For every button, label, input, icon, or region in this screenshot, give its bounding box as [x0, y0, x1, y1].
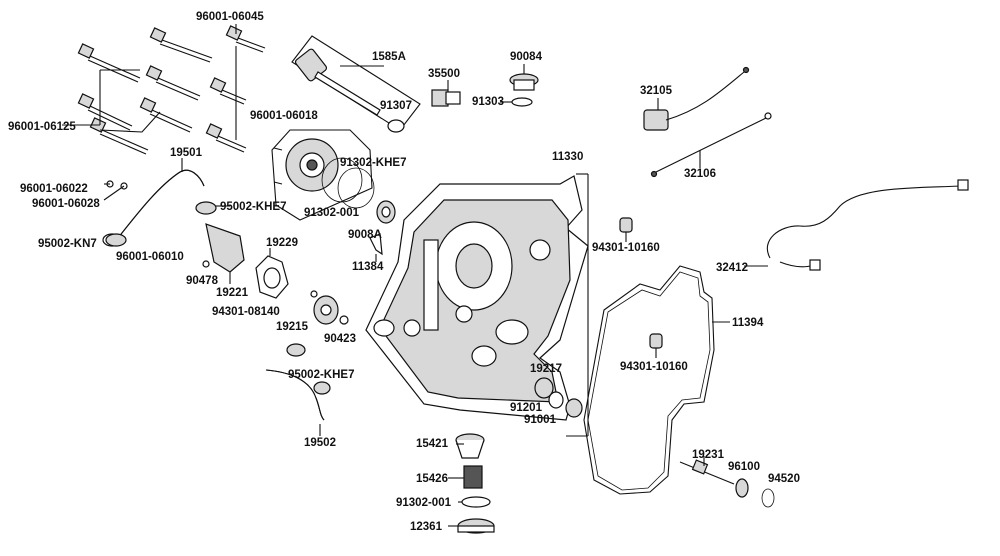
- cable-harness: [744, 179, 969, 271]
- ground-wire: [650, 112, 772, 178]
- sensor-with-lead: [643, 66, 750, 131]
- label-91302-KHE7: 91302-KHE7: [340, 157, 406, 169]
- label-15426: 15426: [416, 473, 448, 485]
- hose-clamp-kn7: [105, 233, 127, 247]
- coolant-hose-upper: [102, 158, 205, 247]
- oil-strainer: [455, 433, 485, 459]
- label-19501: 19501: [170, 147, 203, 159]
- label-91201: 91201: [510, 402, 543, 414]
- pump-shaft: [679, 456, 735, 485]
- label-96001-06125: 96001-06125: [8, 121, 76, 133]
- label-95002-KHE7-upper: 95002-KHE7: [220, 201, 286, 213]
- label-94301-10160-lower: 94301-10160: [620, 361, 688, 373]
- label-90478: 90478: [186, 275, 219, 287]
- drain-plug: [431, 80, 461, 107]
- label-96001-06018: 96001-06018: [250, 110, 318, 122]
- label-91302-001-upper: 91302-001: [304, 207, 360, 219]
- part-labels: 96001-06045 1585A 90084 35500 91307 9130…: [8, 11, 800, 533]
- shaft-seal: [735, 478, 749, 498]
- pump-gasket: [255, 248, 289, 299]
- label-12361: 12361: [410, 521, 443, 533]
- oil-dipstick-assembly: [291, 35, 421, 133]
- water-pump-cover: [271, 129, 375, 221]
- label-32412: 32412: [716, 262, 748, 274]
- label-94301-10160-upper: 94301-10160: [592, 242, 660, 254]
- label-19502: 19502: [304, 437, 336, 449]
- label-95002-KHE7-lower: 95002-KHE7: [288, 369, 354, 381]
- label-1585A: 1585A: [372, 51, 406, 63]
- pump-impeller: [310, 290, 349, 325]
- label-91303: 91303: [472, 96, 504, 108]
- label-19217: 19217: [530, 363, 562, 375]
- label-19221: 19221: [216, 287, 249, 299]
- dowel-pin-upper: [619, 217, 633, 242]
- label-91302-001-lower: 91302-001: [396, 497, 452, 509]
- label-32106: 32106: [684, 168, 716, 180]
- label-11394: 11394: [732, 317, 764, 329]
- hose-clamp-upper: [195, 201, 230, 215]
- label-19215: 19215: [276, 321, 309, 333]
- circlip: [761, 488, 775, 508]
- small-bolts: [103, 180, 128, 201]
- label-11384: 11384: [352, 261, 384, 273]
- label-96100: 96100: [728, 461, 760, 473]
- label-96001-06028: 96001-06028: [32, 198, 100, 210]
- strainer-spring: [448, 465, 483, 489]
- label-96001-06045: 96001-06045: [196, 11, 264, 23]
- label-91001: 91001: [524, 414, 557, 426]
- cover-gasket: [583, 265, 730, 495]
- label-96001-06010: 96001-06010: [116, 251, 184, 263]
- label-91307: 91307: [380, 100, 412, 112]
- label-19229: 19229: [266, 237, 298, 249]
- coolant-hose-lower: [265, 343, 331, 436]
- label-90084: 90084: [510, 51, 543, 63]
- crankcase-cover: [365, 173, 589, 437]
- strainer-cap: [448, 518, 495, 534]
- plug-o-ring: [458, 496, 491, 508]
- label-96001-06022: 96001-06022: [20, 183, 88, 195]
- label-94301-08140: 94301-08140: [212, 306, 280, 318]
- label-9008A: 9008A: [348, 229, 382, 241]
- label-32105: 32105: [640, 85, 673, 97]
- crankcase-cover-bolts: [62, 24, 266, 155]
- label-15421: 15421: [416, 438, 449, 450]
- label-94520: 94520: [768, 473, 800, 485]
- filler-cap: [500, 64, 539, 107]
- bearing-set: [534, 377, 583, 418]
- label-11330: 11330: [552, 151, 583, 163]
- label-90423: 90423: [324, 333, 356, 345]
- label-95002-KN7: 95002-KN7: [38, 238, 97, 250]
- oil-seal: [376, 200, 396, 224]
- breather-bracket: [369, 233, 383, 262]
- water-outlet-elbow: [202, 223, 245, 284]
- dowel-pin-lower: [649, 333, 663, 358]
- label-35500: 35500: [428, 68, 460, 80]
- label-19231: 19231: [692, 449, 725, 461]
